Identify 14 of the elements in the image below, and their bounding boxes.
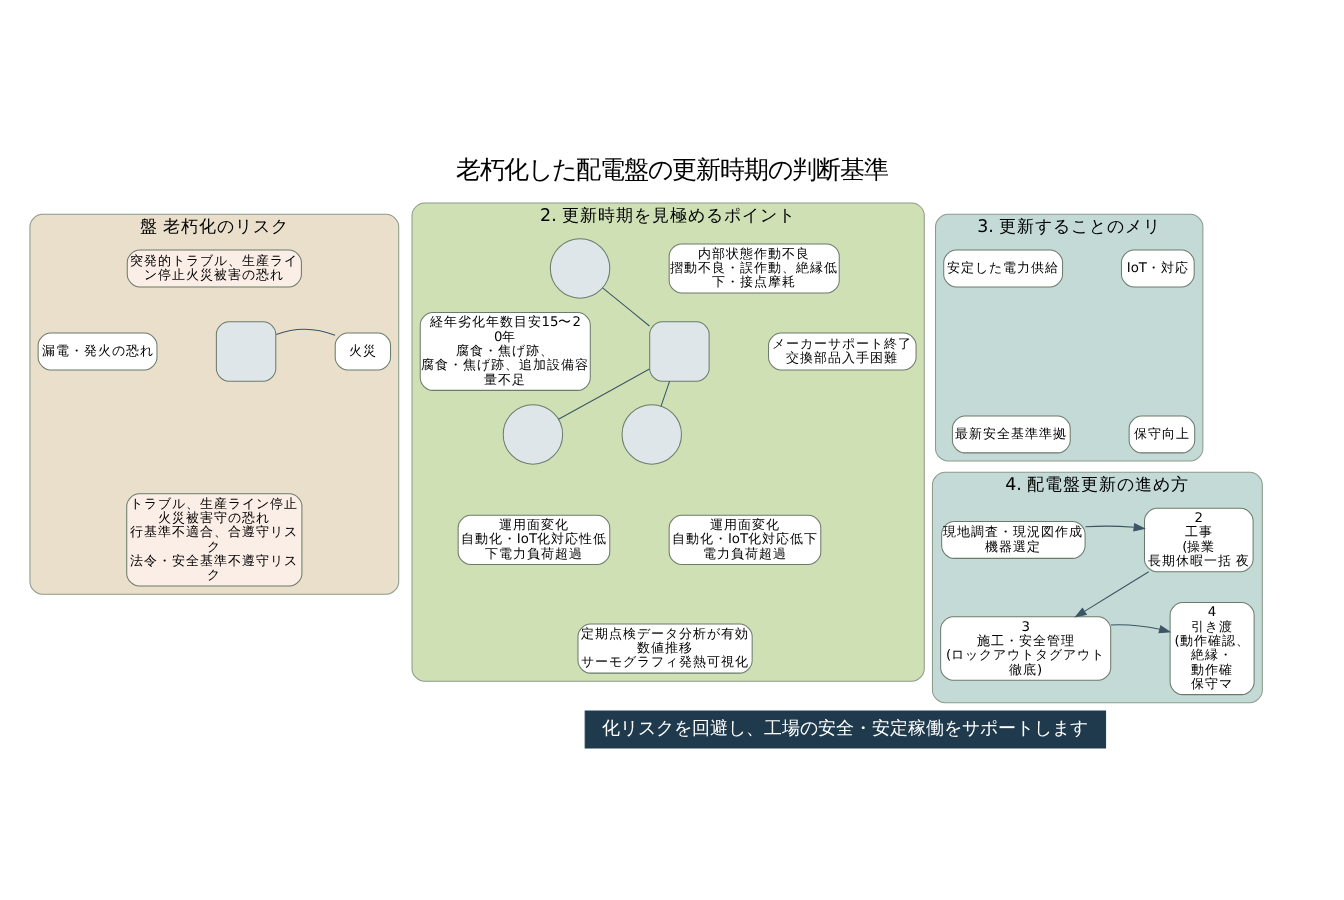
diagram-title: 老朽化した配電盤の更新時期の判断基準: [456, 154, 888, 183]
connector: [557, 367, 650, 419]
node-box: [649, 320, 710, 381]
arrow: [1110, 623, 1172, 633]
node-circle: [502, 403, 564, 464]
node-box: [215, 320, 277, 381]
arrow: [1084, 522, 1146, 531]
node-circle: [621, 403, 682, 464]
node-circle: [549, 237, 611, 298]
connector: [602, 286, 650, 326]
connector: [660, 379, 671, 406]
connector: [275, 327, 336, 335]
label: 化リスクを回避し、工場の安全・安定稼働をサポートします: [602, 716, 1089, 739]
arrow: [1074, 570, 1150, 617]
